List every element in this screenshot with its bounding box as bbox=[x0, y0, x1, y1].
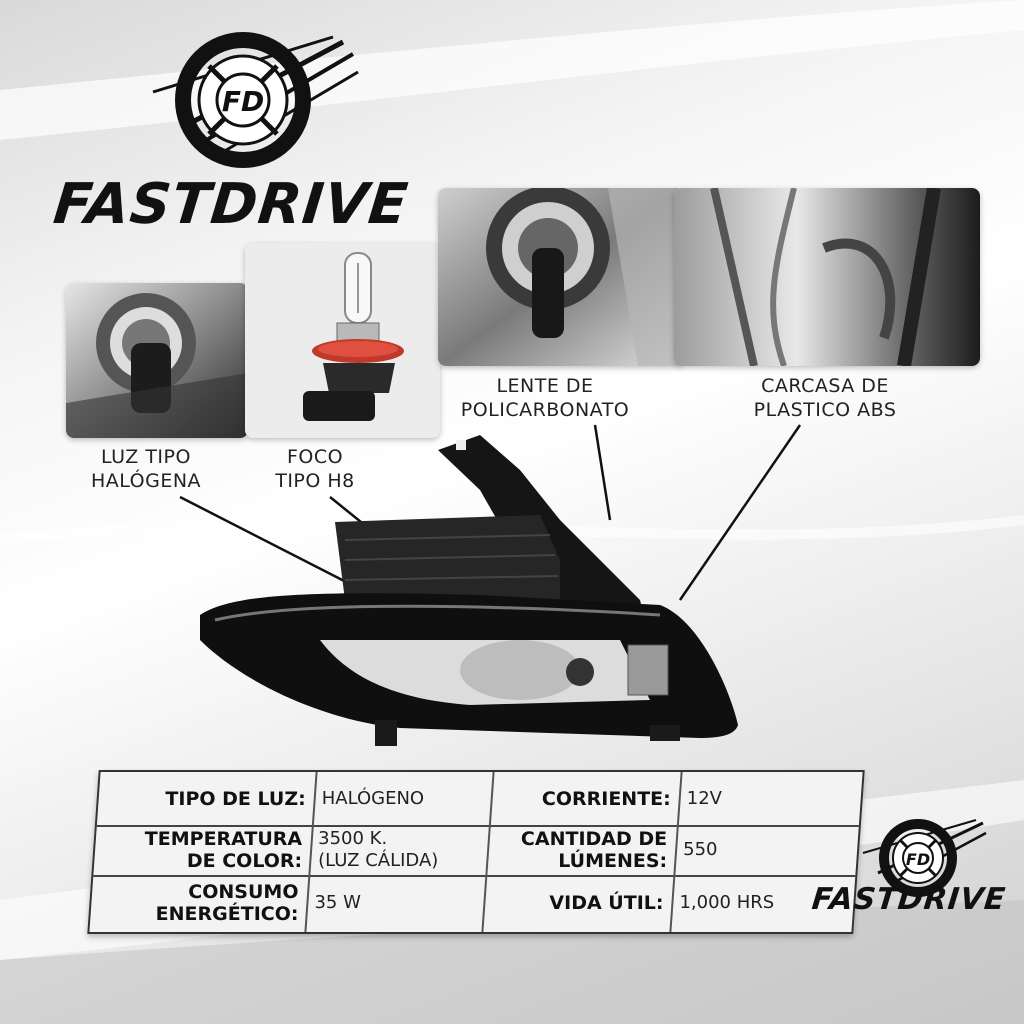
photo-halogen-light bbox=[66, 283, 248, 438]
photo-abs-housing bbox=[674, 188, 980, 366]
spec-value: HALÓGENO bbox=[321, 787, 425, 809]
tire-emblem-icon: FD bbox=[862, 819, 987, 897]
brand-wordmark: FASTDRIVE bbox=[810, 882, 1008, 917]
brand-logo: FD FASTDRIVE bbox=[48, 32, 428, 242]
tire-emblem-icon: FD bbox=[152, 32, 359, 168]
spec-row-1: TIPO DE LUZ: HALÓGENO CORRIENTE: 12V bbox=[97, 772, 863, 825]
spec-key: VIDA ÚTIL: bbox=[549, 891, 664, 914]
spec-key: TIPO DE LUZ: bbox=[165, 787, 306, 810]
spec-value: 3500 K.(LUZ CÁLIDA) bbox=[318, 828, 439, 871]
spec-table: TIPO DE LUZ: HALÓGENO CORRIENTE: 12V TEM… bbox=[87, 770, 865, 934]
spec-key: CORRIENTE: bbox=[541, 787, 671, 810]
svg-text:FD: FD bbox=[222, 85, 264, 118]
photo-h8-bulb bbox=[245, 243, 440, 438]
photo-polycarbonate-lens bbox=[438, 188, 684, 366]
svg-text:FD: FD bbox=[906, 850, 930, 869]
brand-logo-small: FD FASTDRIVE bbox=[808, 818, 1018, 938]
spec-value: 35 W bbox=[314, 891, 361, 913]
